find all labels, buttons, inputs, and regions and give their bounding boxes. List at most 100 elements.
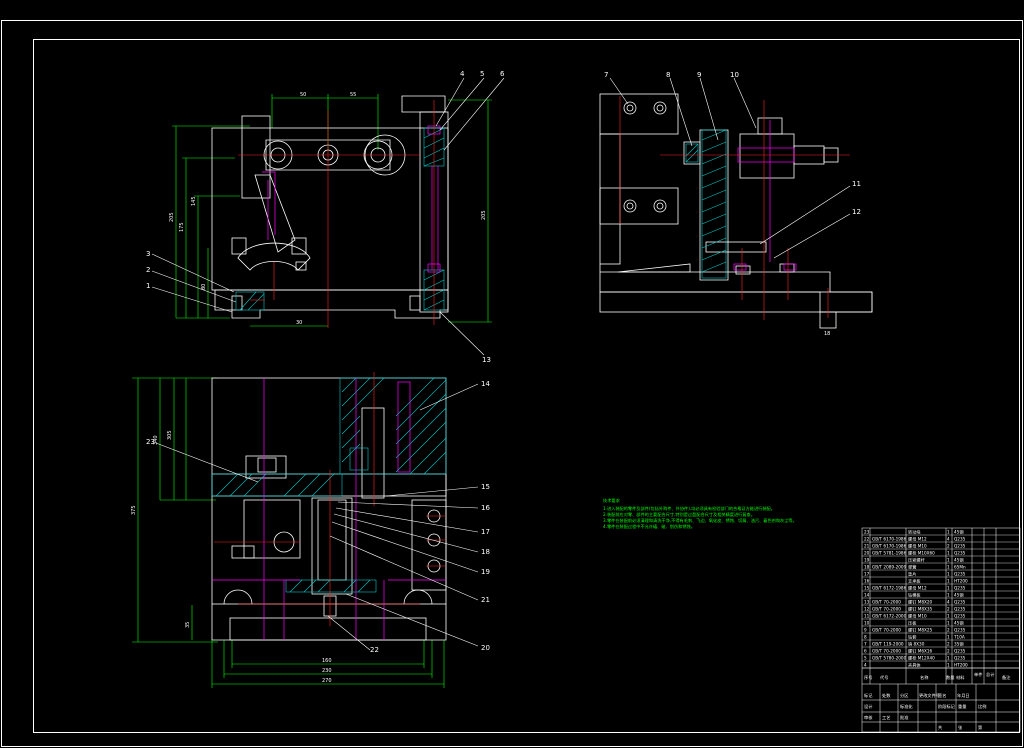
part-number-5: 5 — [480, 70, 484, 78]
bom-cell: 5 — [864, 655, 867, 660]
top-dim-left-1: 375 — [131, 505, 137, 515]
bom-cell: Q235 — [954, 536, 966, 541]
bom-cell: 23 — [864, 529, 870, 534]
front-view-dim-text: 50 55 205 175 145 80 205 30 — [169, 92, 487, 326]
bom-cell: Q235 — [954, 648, 966, 653]
tb-change-doc: 更改文件号 — [919, 692, 940, 699]
top-view-dim-text: 375 340 305 35 160 230 270 — [131, 430, 332, 684]
part-number-2: 2 — [146, 266, 150, 274]
bom-cell: 4 — [947, 536, 950, 541]
tb-approve: 批准 — [900, 714, 908, 721]
part-number-7: 7 — [604, 71, 608, 79]
tb-design: 设计 — [864, 703, 872, 710]
dim-right: 205 — [481, 210, 487, 220]
bom-cell: 9 — [864, 627, 867, 632]
dim-left-1: 205 — [169, 212, 175, 222]
bom-cell: 21 — [864, 543, 870, 548]
bom-cell: 1 — [947, 620, 950, 625]
bom-cell: Q235 — [954, 606, 966, 611]
bom-cell: 45钢 — [954, 528, 964, 535]
bom-cell: 垫片 — [908, 570, 916, 577]
part-number-14: 14 — [481, 380, 490, 388]
tb-stage: 阶段标记 — [938, 703, 956, 710]
bom-cell: 6 — [864, 648, 867, 653]
part-number-8: 8 — [666, 71, 670, 79]
bom-cell: GB/T 70-2000 — [872, 648, 901, 653]
tb-standard: 标准化 — [900, 703, 913, 710]
bom-cell: 19 — [864, 557, 870, 562]
bom-cell: 1 — [947, 557, 950, 562]
part-number-23: 23 — [146, 438, 155, 446]
front-view-part-numbers: 3 2 1 4 5 6 13 — [146, 70, 505, 364]
part-number-13: 13 — [482, 356, 491, 364]
bom-cell: GB/T 5781-1986 — [872, 550, 907, 555]
top-view-centerlines — [214, 372, 446, 626]
bom-cell: 1 — [947, 571, 950, 576]
bom-cell: Q235 — [954, 655, 966, 660]
bom-cell: Q235 — [954, 571, 966, 576]
top-dim-left-4: 35 — [185, 622, 191, 628]
bom-header-total: 总计 — [986, 671, 994, 678]
part-number-21: 21 — [481, 596, 490, 604]
tb-sign: 签名 — [938, 692, 946, 699]
bom-cell: GB/T 70-2000 — [872, 606, 901, 611]
bom-cell: 销 8X30 — [908, 640, 925, 647]
bom-cell: 支承板 — [908, 577, 921, 584]
part-number-22: 22 — [370, 646, 379, 654]
part-number-12: 12 — [852, 208, 861, 216]
part-number-10: 10 — [730, 71, 739, 79]
bom-cell: 压板 — [908, 619, 917, 626]
bom-cell: 钻套 — [908, 633, 917, 640]
tb-scale: 比例 — [978, 703, 986, 710]
tb-date: 年月日 — [957, 692, 970, 699]
top-view-part-numbers: 23 14 15 16 17 18 19 21 20 22 — [146, 380, 490, 654]
bom-cell: GB/T 70-2000 — [872, 599, 901, 604]
bom-cell: 螺母 M10 — [908, 612, 927, 619]
part-number-4: 4 — [460, 70, 465, 78]
bom-header-remark: 备注 — [1002, 674, 1011, 681]
part-number-19: 19 — [481, 568, 490, 576]
tb-review: 审核 — [864, 714, 873, 721]
dim-left-4: 80 — [201, 284, 207, 290]
tb-zone: 分区 — [900, 692, 908, 699]
top-dim-left-2: 340 — [153, 435, 159, 445]
bom-cell: 夹具体 — [908, 661, 921, 668]
bom-cell: 螺母 M12 — [908, 584, 927, 591]
tb-mark: 标记 — [864, 692, 873, 699]
dim-left-3: 145 — [191, 196, 197, 206]
top-dim-left-3: 305 — [167, 430, 173, 440]
bom-cell: GB/T 2089-2009 — [872, 564, 907, 569]
bom-cell: GB/T 6172-2000 — [872, 613, 907, 618]
bom-cell: 1 — [947, 550, 950, 555]
top-view-leaders — [155, 383, 479, 651]
bom-cell: GB/T 119-2000 — [872, 641, 904, 646]
side-view-outlines — [599, 93, 873, 329]
bom-cell: 45钢 — [954, 619, 964, 626]
bom-cell: HT200 — [954, 662, 968, 667]
bom-cell: 16 — [864, 578, 870, 583]
bom-cell: 螺钉 M8X25 — [908, 626, 933, 633]
bom-cell: 2 — [947, 606, 950, 611]
part-number-20: 20 — [481, 644, 490, 652]
bom-cell: GB/T 6170-1986 — [872, 543, 907, 548]
bom-cell: T10A — [953, 634, 965, 639]
bom-cell: 2 — [947, 648, 950, 653]
bom-cell: 1 — [947, 585, 950, 590]
tech-req-line-1: 1.进入装配的零件及部件(包括外购件、外协件),均必须具有检验部门的合格证方能进… — [603, 505, 775, 512]
tb-process: 工艺 — [882, 715, 890, 720]
top-view-outlines — [211, 377, 447, 641]
bom-cell: 45钢 — [954, 591, 964, 598]
bom-cell: 18 — [864, 564, 870, 569]
part-number-16: 16 — [481, 504, 490, 512]
bom-header-unit: 单件 — [974, 671, 982, 678]
side-view-centerlines — [619, 96, 850, 320]
side-view: 7 8 9 10 11 12 18 — [599, 71, 873, 337]
tech-req-line-4: 4.零件在装配过程中不允许磕、碰、划伤和锈蚀。 — [603, 523, 695, 530]
bom-header-code: 代号 — [880, 674, 888, 681]
top-dim-bottom-2: 230 — [322, 668, 332, 674]
bom-cell: 8 — [864, 634, 867, 639]
tb-count: 处数 — [882, 692, 891, 699]
bom-cell: 13 — [864, 599, 870, 604]
